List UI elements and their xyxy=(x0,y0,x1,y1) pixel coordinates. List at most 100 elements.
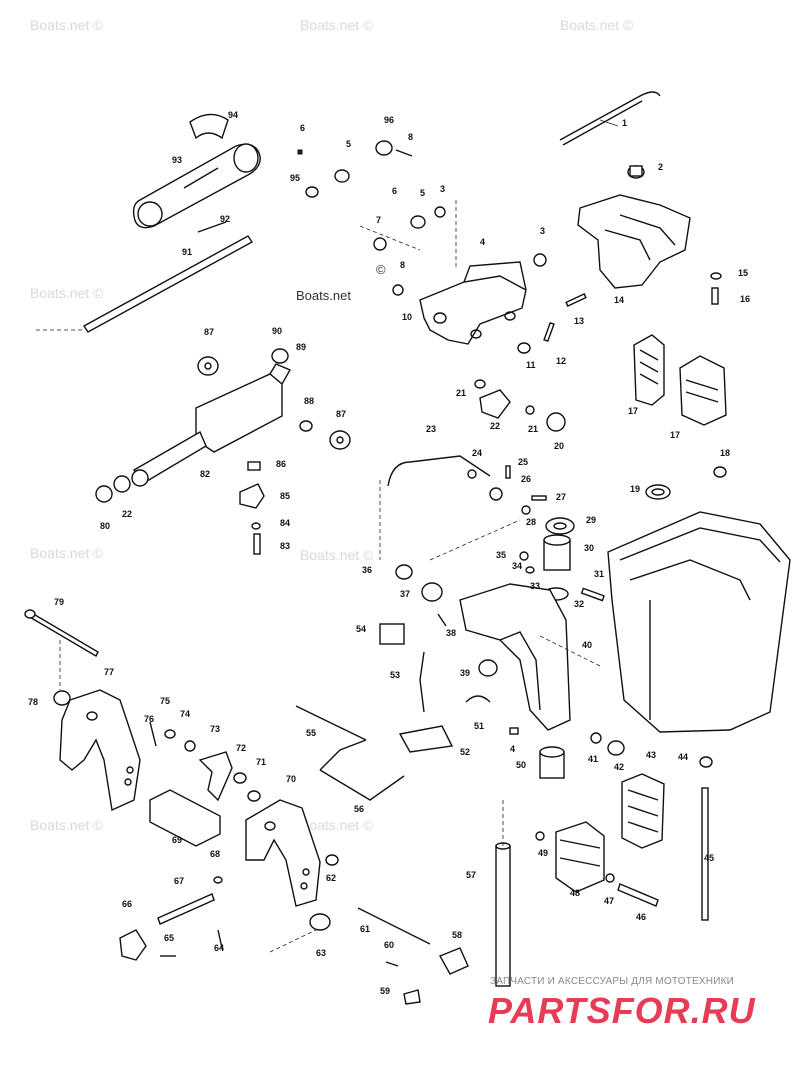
callout-label: 69 xyxy=(172,835,182,845)
callout-label: 28 xyxy=(526,517,536,527)
callout-label: 14 xyxy=(614,295,624,305)
callout-label: 36 xyxy=(362,565,372,575)
part-19-grommet xyxy=(645,484,671,500)
callout-label: 76 xyxy=(144,714,154,724)
part-37-spacer xyxy=(421,582,443,602)
callout-label: 38 xyxy=(446,628,456,638)
callout-label: 86 xyxy=(276,459,286,469)
callout-label: 18 xyxy=(720,448,730,458)
callout-label: 24 xyxy=(472,448,482,458)
callout-label: 65 xyxy=(164,933,174,943)
callout-label: 84 xyxy=(280,518,290,528)
part-87-washer xyxy=(197,356,219,376)
callout-label: 27 xyxy=(556,492,566,502)
callout-label: 93 xyxy=(172,155,182,165)
callout-label: 59 xyxy=(380,986,390,996)
watermark: Boats.net © xyxy=(300,817,374,833)
callout-label: 48 xyxy=(570,888,580,898)
part-88-nut xyxy=(299,420,313,432)
part-57-tube xyxy=(495,842,511,987)
callout-label: 13 xyxy=(574,316,584,326)
part-48-clamp xyxy=(555,821,605,893)
part-59-clip xyxy=(403,989,421,1005)
callout-label: 33 xyxy=(530,581,540,591)
callout-label: 1 xyxy=(622,118,627,128)
part-77-clamp-bracket xyxy=(59,689,141,812)
part-5-washer xyxy=(334,169,350,183)
part-13-pin xyxy=(565,293,587,307)
callout-label: 72 xyxy=(236,743,246,753)
brand-logo: PARTSFOR.RU xyxy=(488,990,756,1031)
watermark: Boats.net © xyxy=(560,17,634,33)
watermark: Boats.net © xyxy=(30,285,104,301)
callout-label: 6 xyxy=(300,123,305,133)
callout-label: 67 xyxy=(174,876,184,886)
part-55-rod xyxy=(295,705,367,741)
part-95-washer xyxy=(305,186,319,198)
callout-label: 12 xyxy=(556,356,566,366)
watermark: Boats.net © xyxy=(30,17,104,33)
callout-label: 57 xyxy=(466,870,476,880)
callout-label: 87 xyxy=(336,409,346,419)
callout-label: 8 xyxy=(408,132,413,142)
part-61-rod xyxy=(357,907,431,945)
callout-label: 70 xyxy=(286,774,296,784)
callout-label: 60 xyxy=(384,940,394,950)
callout-label: 75 xyxy=(160,696,170,706)
part-15-nut xyxy=(710,272,722,280)
part-79-bolt xyxy=(24,609,99,657)
callout-label: 58 xyxy=(452,930,462,940)
part-22-clamp xyxy=(479,389,511,419)
part-66-pad xyxy=(119,929,147,961)
callout-label: 6 xyxy=(392,186,397,196)
callout-label: 3 xyxy=(540,226,545,236)
part-1-steering-rod xyxy=(559,91,661,146)
callout-label: 17 xyxy=(628,406,638,416)
callout-label: 45 xyxy=(704,853,714,863)
callout-label: 20 xyxy=(554,441,564,451)
callout-label: 8 xyxy=(400,260,405,270)
callout-label: 63 xyxy=(316,948,326,958)
part-58-clip xyxy=(439,947,469,975)
part-92-pin xyxy=(197,221,227,233)
part-70-clamp-bracket xyxy=(245,799,321,907)
callout-label: 10 xyxy=(402,312,412,322)
part-91-shaft xyxy=(36,235,254,333)
part-31-housing xyxy=(607,511,791,733)
part-67-screw xyxy=(157,893,215,925)
watermark: Boats.net © xyxy=(30,545,104,561)
part-63-washer xyxy=(309,913,331,931)
callout-label: 37 xyxy=(400,589,410,599)
callout-label: 71 xyxy=(256,757,266,767)
callout-label: 85 xyxy=(280,491,290,501)
callout-label: 62 xyxy=(326,873,336,883)
part-18-spring xyxy=(713,466,727,478)
callout-label: 68 xyxy=(210,849,220,859)
watermark: Boats.net © xyxy=(300,547,374,563)
part-16-screw xyxy=(711,287,719,305)
callout-label: 55 xyxy=(306,728,316,738)
callout-label: 92 xyxy=(220,214,230,224)
callout-label: 4 xyxy=(510,744,515,754)
watermark: Boats.net © xyxy=(30,817,104,833)
callout-label: 16 xyxy=(740,294,750,304)
callout-label: 80 xyxy=(100,521,110,531)
callout-label: 73 xyxy=(210,724,220,734)
part-10-bracket xyxy=(419,261,527,345)
part-83-bolt xyxy=(253,533,261,555)
callout-label: 49 xyxy=(538,848,548,858)
callout-label: 51 xyxy=(474,721,484,731)
part-46-bolt xyxy=(617,883,659,907)
callout-label: 83 xyxy=(280,541,290,551)
callout-label: 22 xyxy=(490,421,500,431)
callout-label: 77 xyxy=(104,667,114,677)
callout-label: 19 xyxy=(630,484,640,494)
callout-label: 82 xyxy=(200,469,210,479)
callout-label: 25 xyxy=(518,457,528,467)
callout-label: 11 xyxy=(526,360,536,370)
callout-label: 26 xyxy=(521,474,531,484)
callout-label: 4 xyxy=(480,237,485,247)
callout-label: 90 xyxy=(272,326,282,336)
callout-label: 31 xyxy=(594,569,604,579)
